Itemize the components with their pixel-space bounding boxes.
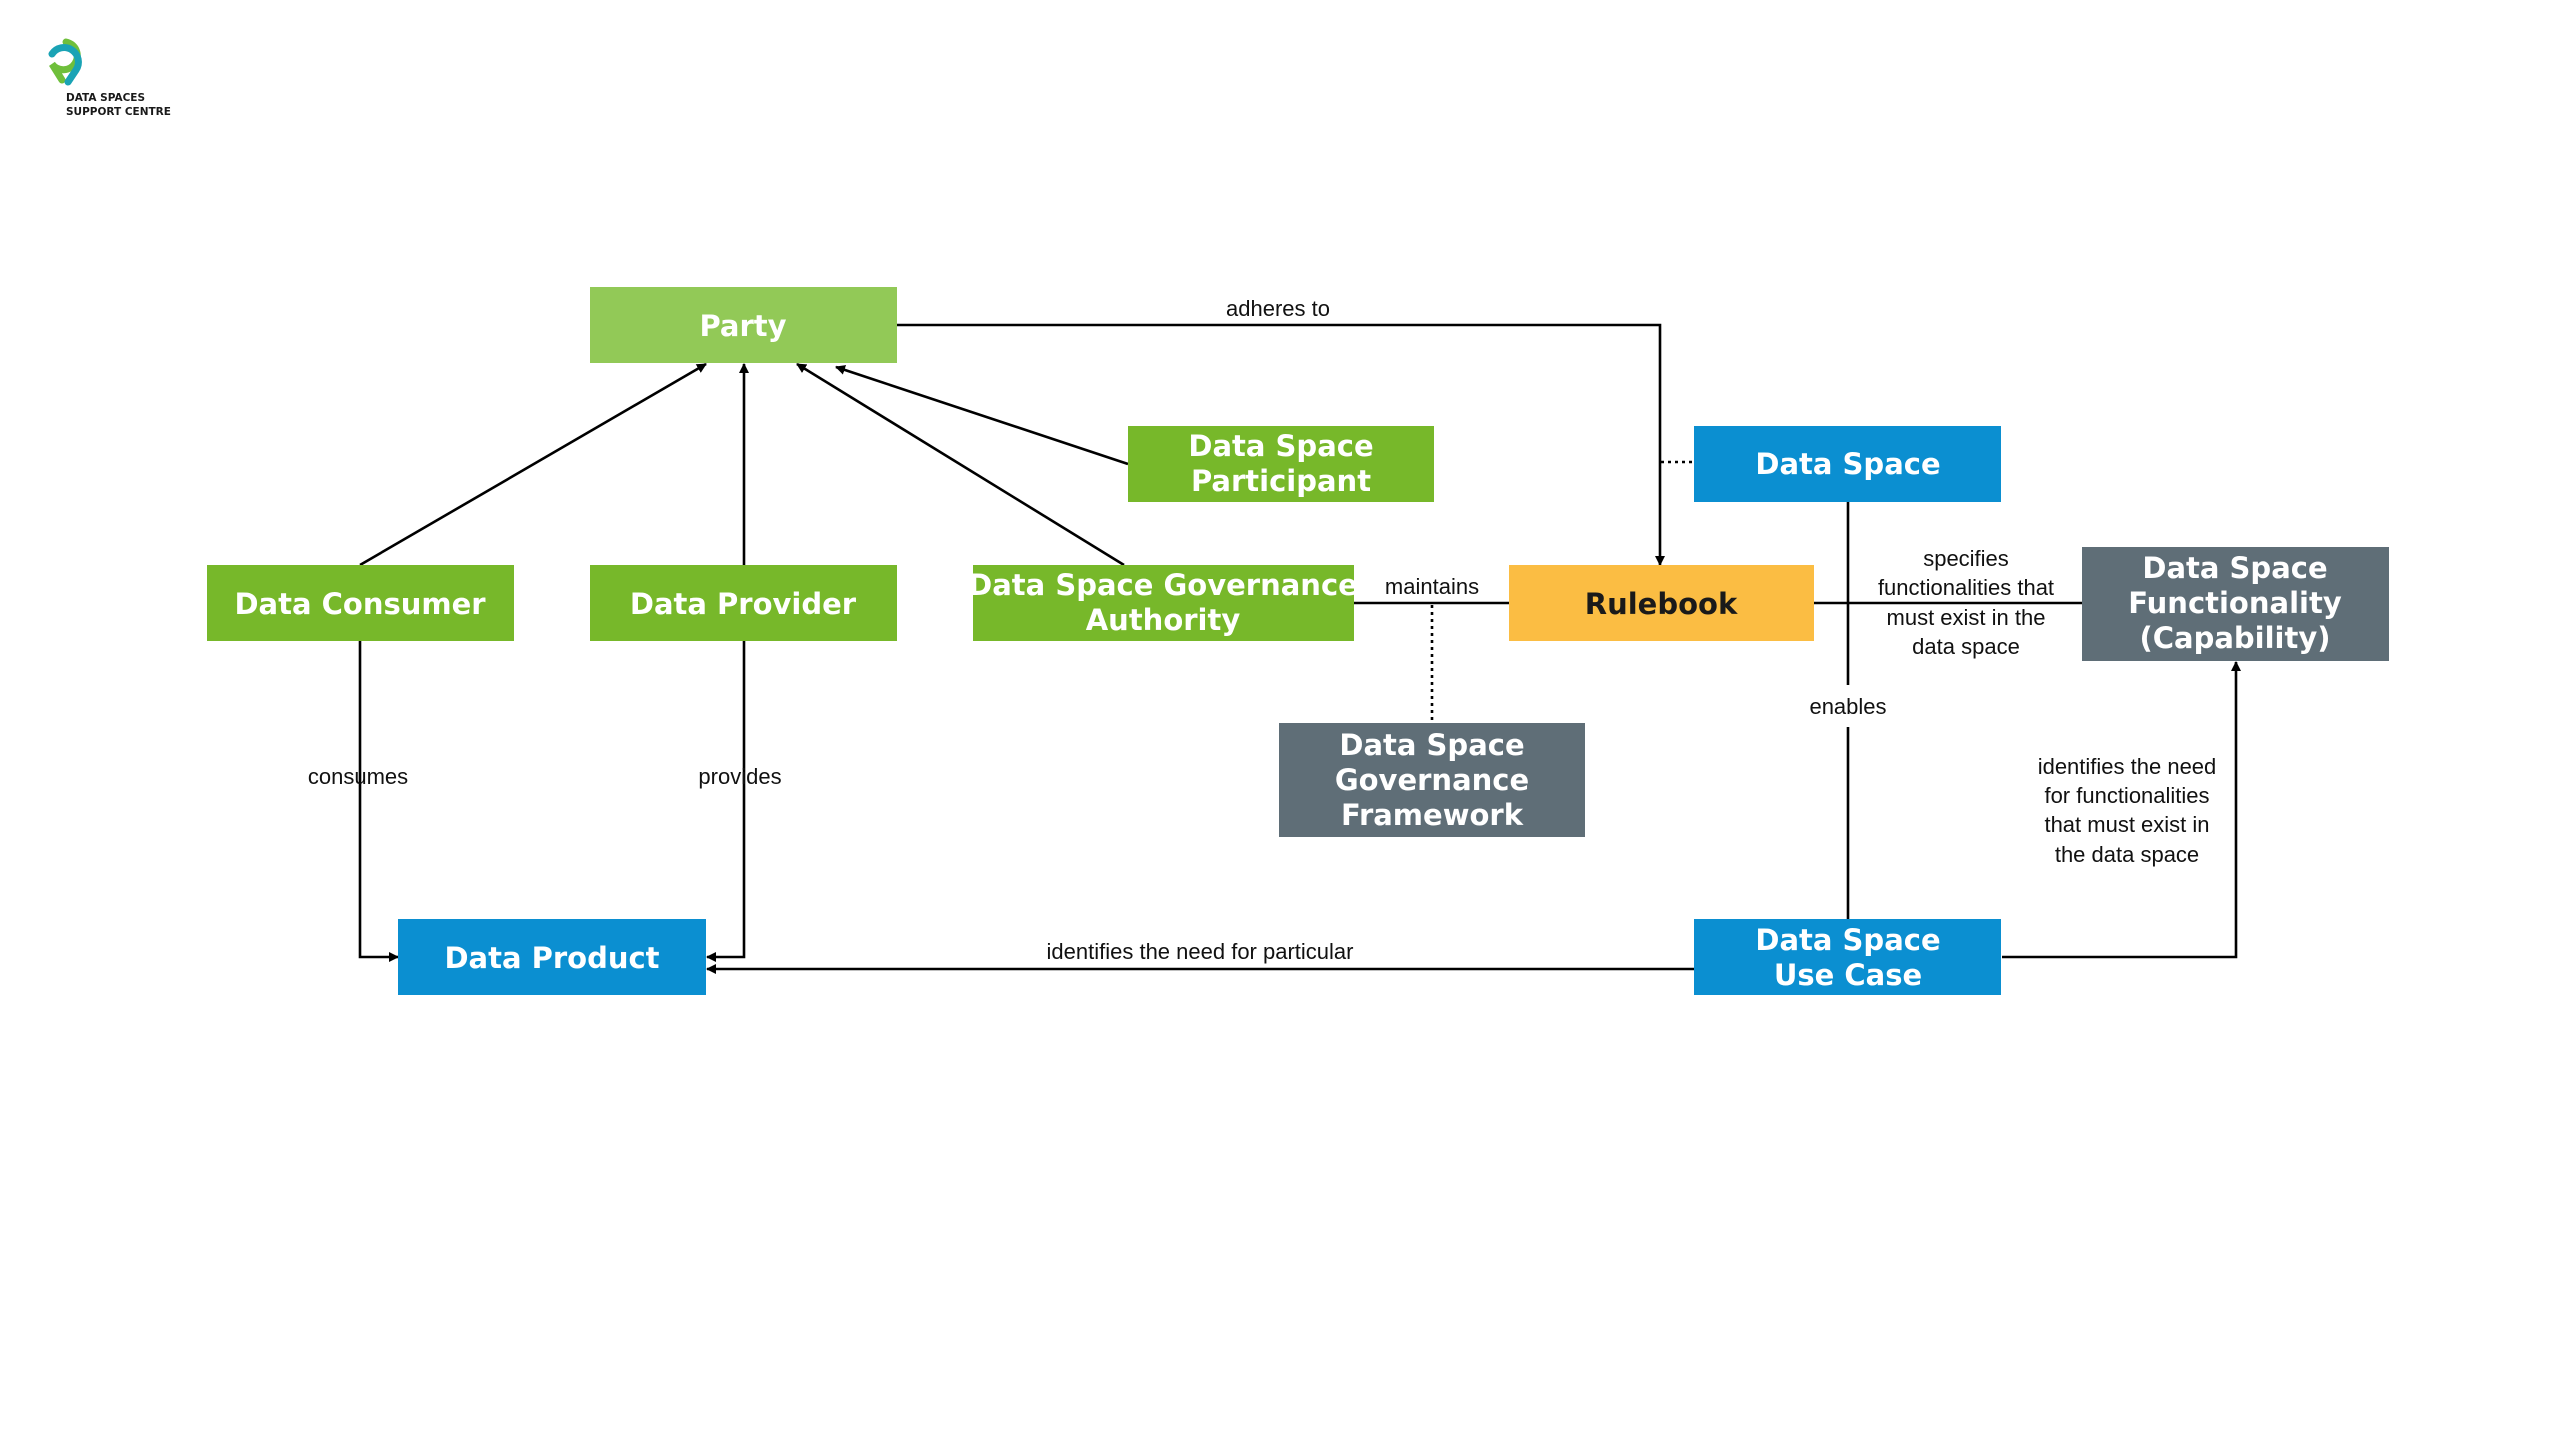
node-product-label: Data Product [444, 941, 659, 975]
node-provider-label: Data Provider [630, 587, 857, 621]
label-identifies-capability-2: for functionalities [2044, 783, 2209, 808]
edge-participant-party [835, 365, 1129, 466]
node-framework-label-3: Framework [1341, 798, 1524, 832]
edge-labels: adheres to maintains specifies functiona… [308, 296, 2216, 964]
label-specifies-4: data space [1912, 634, 2020, 659]
node-product: Data Product [398, 919, 706, 995]
label-adheres-to: adheres to [1226, 296, 1330, 321]
edge-consumer-party [359, 362, 707, 567]
node-participant-label-1: Data Space [1188, 429, 1373, 463]
label-identifies-capability-3: that must exist in [2044, 812, 2209, 837]
logo-line-1: DATA SPACES [66, 92, 145, 104]
node-functionality-box [2082, 547, 2389, 661]
node-use-case-label-2: Use Case [1774, 958, 1922, 992]
node-use-case-box [1694, 919, 2001, 995]
node-data-space-label: Data Space [1755, 447, 1940, 481]
node-party-label: Party [699, 309, 786, 343]
edge-provides [706, 641, 746, 962]
node-authority-label-2: Authority [1086, 603, 1241, 637]
edge-consumes [358, 641, 399, 962]
node-use-case: Data Space Use Case [1694, 919, 2001, 995]
logo-mark-icon [48, 38, 82, 86]
node-rulebook: Rulebook [1509, 565, 1814, 641]
logo-line-2: SUPPORT CENTRE [66, 106, 171, 118]
node-framework-label-1: Data Space [1339, 728, 1524, 762]
label-identifies-capability-1: identifies the need [2038, 754, 2217, 779]
label-specifies-1: specifies [1923, 546, 2009, 571]
label-maintains: maintains [1385, 574, 1479, 599]
node-rulebook-label: Rulebook [1585, 587, 1738, 621]
node-participant-label-2: Participant [1191, 464, 1371, 498]
node-product-box [398, 919, 706, 995]
label-consumes: consumes [308, 764, 408, 789]
node-consumer-box [207, 565, 514, 641]
node-functionality-label-1: Data Space [2142, 551, 2327, 585]
dssc-logo: DATA SPACES SUPPORT CENTRE [48, 38, 171, 118]
node-party: Party [590, 287, 897, 363]
label-provides: provides [698, 764, 781, 789]
edges [358, 323, 2241, 974]
node-consumer-label: Data Consumer [234, 587, 486, 621]
node-authority-box [973, 565, 1354, 641]
edge-adheres-to [897, 323, 1665, 566]
label-identifies-capability-4: the data space [2055, 842, 2199, 867]
node-rulebook-box [1509, 565, 1814, 641]
node-use-case-label-1: Data Space [1755, 923, 1940, 957]
node-party-box [590, 287, 897, 363]
node-framework-label-2: Governance [1335, 763, 1529, 797]
node-functionality-label-3: (Capability) [2139, 621, 2330, 655]
node-functionality: Data Space Functionality (Capability) [2082, 547, 2389, 661]
node-consumer: Data Consumer [207, 565, 514, 641]
edge-authority-party [796, 362, 1125, 567]
node-participant: Data Space Participant [1128, 426, 1434, 502]
node-participant-box [1128, 426, 1434, 502]
label-specifies-2: functionalities that [1878, 575, 2054, 600]
label-enables: enables [1809, 694, 1886, 719]
node-authority-label-1: Data Space Governance [968, 568, 1358, 602]
node-provider-box [590, 565, 897, 641]
node-functionality-label-2: Functionality [2128, 586, 2342, 620]
label-identifies-product: identifies the need for particular [1047, 939, 1354, 964]
node-framework: Data Space Governance Framework [1279, 723, 1585, 837]
node-framework-box [1279, 723, 1585, 837]
node-data-space-box [1694, 426, 2001, 502]
label-specifies-3: must exist in the [1887, 605, 2046, 630]
node-data-space: Data Space [1694, 426, 2001, 502]
edge-identifies-capability [2002, 661, 2241, 959]
node-provider: Data Provider [590, 565, 897, 641]
node-authority: Data Space Governance Authority [968, 565, 1358, 641]
